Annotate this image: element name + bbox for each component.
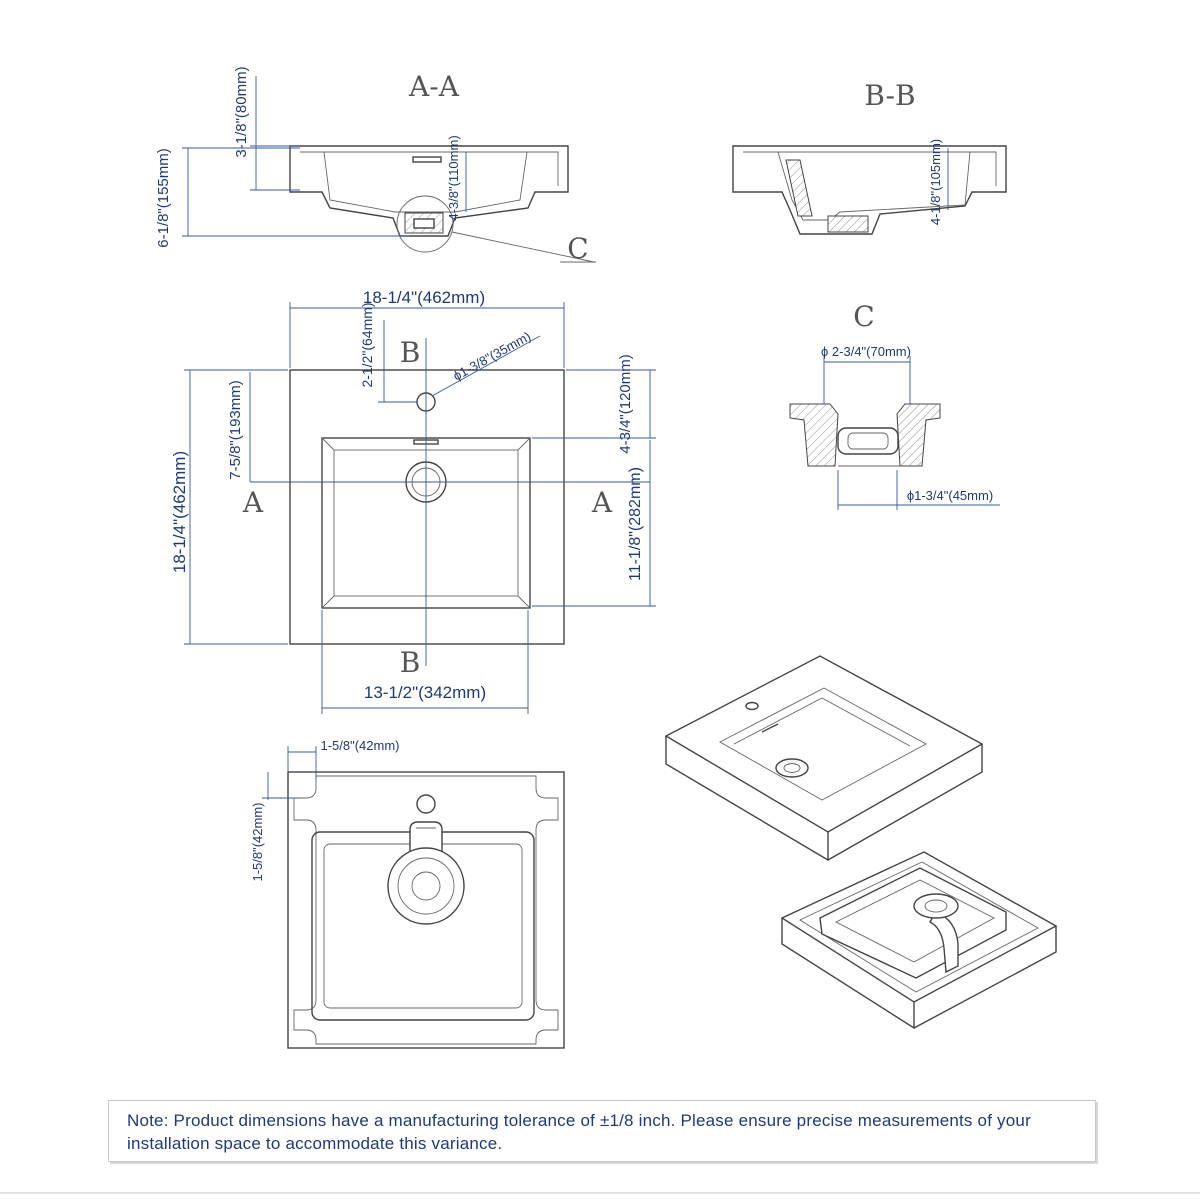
svg-text:6-1/8"(155mm): 6-1/8"(155mm) xyxy=(155,148,172,248)
plan-view: B B A A 18-1/4"(462mm) 18-1/4"(462mm) 2-… xyxy=(170,288,656,714)
plan-outer-edge xyxy=(289,369,565,645)
dim-underside-x: 1-5/8"(42mm) xyxy=(287,738,400,780)
dim-underside-y: 1-5/8"(42mm) xyxy=(250,772,300,882)
tolerance-note: Note: Product dimensions have a manufact… xyxy=(108,1100,1096,1162)
svg-text:1-5/8"(42mm): 1-5/8"(42mm) xyxy=(320,738,399,753)
svg-text:4-1/8"(105mm): 4-1/8"(105mm) xyxy=(928,139,943,225)
isometric-bottom-view xyxy=(780,851,1058,1030)
underside-faucet-hole xyxy=(416,794,436,814)
svg-text:ϕ1-3/4"(45mm): ϕ1-3/4"(45mm) xyxy=(907,488,993,503)
section-aa-view: A-A C 3-1/8"(80mm) 6-1/8"(155mm) 4-3/8 xyxy=(155,66,596,265)
dim-bowl-depth-plan: 11-1/8"(282mm) xyxy=(532,440,656,607)
detail-c-view: C ϕ 2-3/4"(70mm) ϕ1-3/4"(45mm) xyxy=(789,300,1000,510)
svg-text:18-1/4"(462mm): 18-1/4"(462mm) xyxy=(170,451,189,573)
section-mark-a-left: A xyxy=(242,486,264,519)
svg-text:3-1/8"(80mm): 3-1/8"(80mm) xyxy=(233,66,250,157)
svg-text:11-1/8"(282mm): 11-1/8"(282mm) xyxy=(627,467,644,581)
dim-aa-bowl-depth: 4-3/8"(110mm) xyxy=(446,135,467,221)
dim-bowl-offset: 4-3/4"(120mm) xyxy=(532,354,656,454)
dim-faucet-hole: ϕ1-3/8"(35mm) xyxy=(431,329,541,397)
svg-text:2-1/2"(64mm): 2-1/2"(64mm) xyxy=(359,302,375,387)
svg-text:4-3/8"(110mm): 4-3/8"(110mm) xyxy=(446,135,461,220)
svg-text:7-5/8"(193mm): 7-5/8"(193mm) xyxy=(227,380,244,480)
section-bb-title: B-B xyxy=(864,79,915,112)
underside-view: 1-5/8"(42mm) 1-5/8"(42mm) xyxy=(250,738,565,1049)
dim-drain-top-diameter: ϕ 2-3/4"(70mm) xyxy=(821,344,911,404)
underside-outer-edge xyxy=(287,771,565,1049)
dim-aa-rim-height: 3-1/8"(80mm) xyxy=(233,66,300,191)
dim-bb-bowl-depth: 4-1/8"(105mm) xyxy=(928,139,949,225)
detail-c-circle xyxy=(396,195,454,253)
svg-text:4-3/4"(120mm): 4-3/4"(120mm) xyxy=(617,354,634,454)
dim-faucet-offset: 2-1/2"(64mm) xyxy=(359,302,418,403)
svg-text:ϕ1-3/8"(35mm): ϕ1-3/8"(35mm) xyxy=(450,329,533,384)
svg-text:18-1/4"(462mm): 18-1/4"(462mm) xyxy=(363,288,485,307)
detail-c-callout: C xyxy=(567,232,588,265)
underside-drain-outer xyxy=(387,847,465,925)
dim-bowl-width: 13-1/2"(342mm) xyxy=(321,610,529,714)
svg-text:1-5/8"(42mm): 1-5/8"(42mm) xyxy=(250,802,265,881)
dim-drain-bottom-diameter: ϕ1-3/4"(45mm) xyxy=(837,470,1000,510)
section-aa-title: A-A xyxy=(408,70,460,103)
section-bb-view: B-B 4-1/8"(105mm) xyxy=(732,79,1007,235)
section-mark-b-bottom: B xyxy=(400,646,421,679)
bottom-divider xyxy=(0,1192,1200,1194)
section-mark-b-top: B xyxy=(400,336,421,369)
isometric-top-view xyxy=(664,655,984,862)
overflow-slot xyxy=(412,156,442,163)
dim-drain-offset: 7-5/8"(193mm) xyxy=(227,372,251,482)
svg-text:13-1/2"(342mm): 13-1/2"(342mm) xyxy=(364,683,486,702)
dim-aa-total-height: 6-1/8"(155mm) xyxy=(155,147,410,248)
detail-c-title: C xyxy=(853,300,874,333)
dim-top-width: 18-1/4"(462mm) xyxy=(289,288,565,368)
svg-text:ϕ 2-3/4"(70mm): ϕ 2-3/4"(70mm) xyxy=(821,344,911,359)
dim-top-depth: 18-1/4"(462mm) xyxy=(170,369,288,645)
section-mark-a-right: A xyxy=(591,486,613,519)
